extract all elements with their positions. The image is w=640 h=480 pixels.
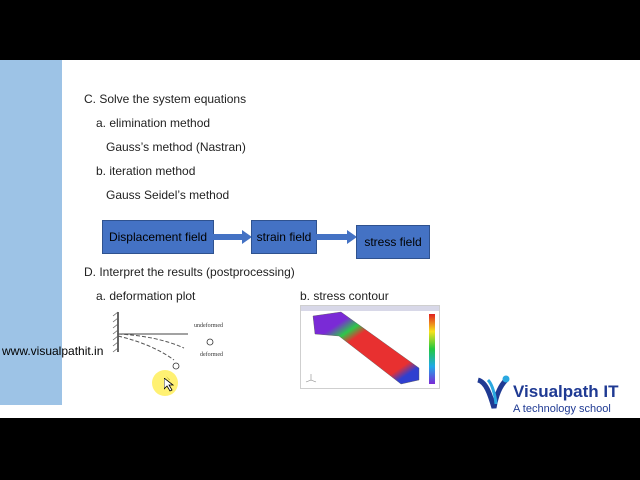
item-gauss-method: Gauss’s method (Nastran)	[106, 140, 246, 154]
flow-arrow-2	[315, 230, 357, 244]
item-gauss-seidel: Gauss Seidel’s method	[106, 188, 230, 202]
deformed-label: deformed	[200, 351, 223, 358]
heading-interpret-results: D. Interpret the results (postprocessing…	[84, 265, 295, 279]
slide: C. Solve the system equations a. elimina…	[0, 60, 640, 418]
flow-box-displacement: Displacement field	[102, 220, 214, 254]
heading-solve-system: C. Solve the system equations	[84, 92, 247, 106]
stress-contour-label: b. stress contour	[300, 289, 389, 303]
mouse-pointer-icon	[164, 378, 174, 392]
logo-title: Visualpath IT	[513, 382, 619, 401]
item-elimination-method: a. elimination method	[96, 116, 211, 130]
flow-arrow-1	[212, 230, 252, 244]
website-url: www.visualpathit.in	[2, 344, 104, 358]
deformation-plot-label: a. deformation plot	[96, 289, 196, 303]
stress-contour-image	[300, 305, 440, 389]
item-iteration-method: b. iteration method	[96, 164, 196, 178]
visualpath-logo-icon	[477, 375, 510, 409]
undeformed-label: undeformed	[194, 322, 223, 329]
slide-side-bar	[0, 60, 62, 405]
deformation-plot-image: undeformed deformed	[112, 311, 223, 380]
logo-subtitle: A technology school	[513, 403, 611, 415]
flow-box-strain: strain field	[251, 220, 317, 254]
flow-box-stress: stress field	[356, 225, 430, 259]
